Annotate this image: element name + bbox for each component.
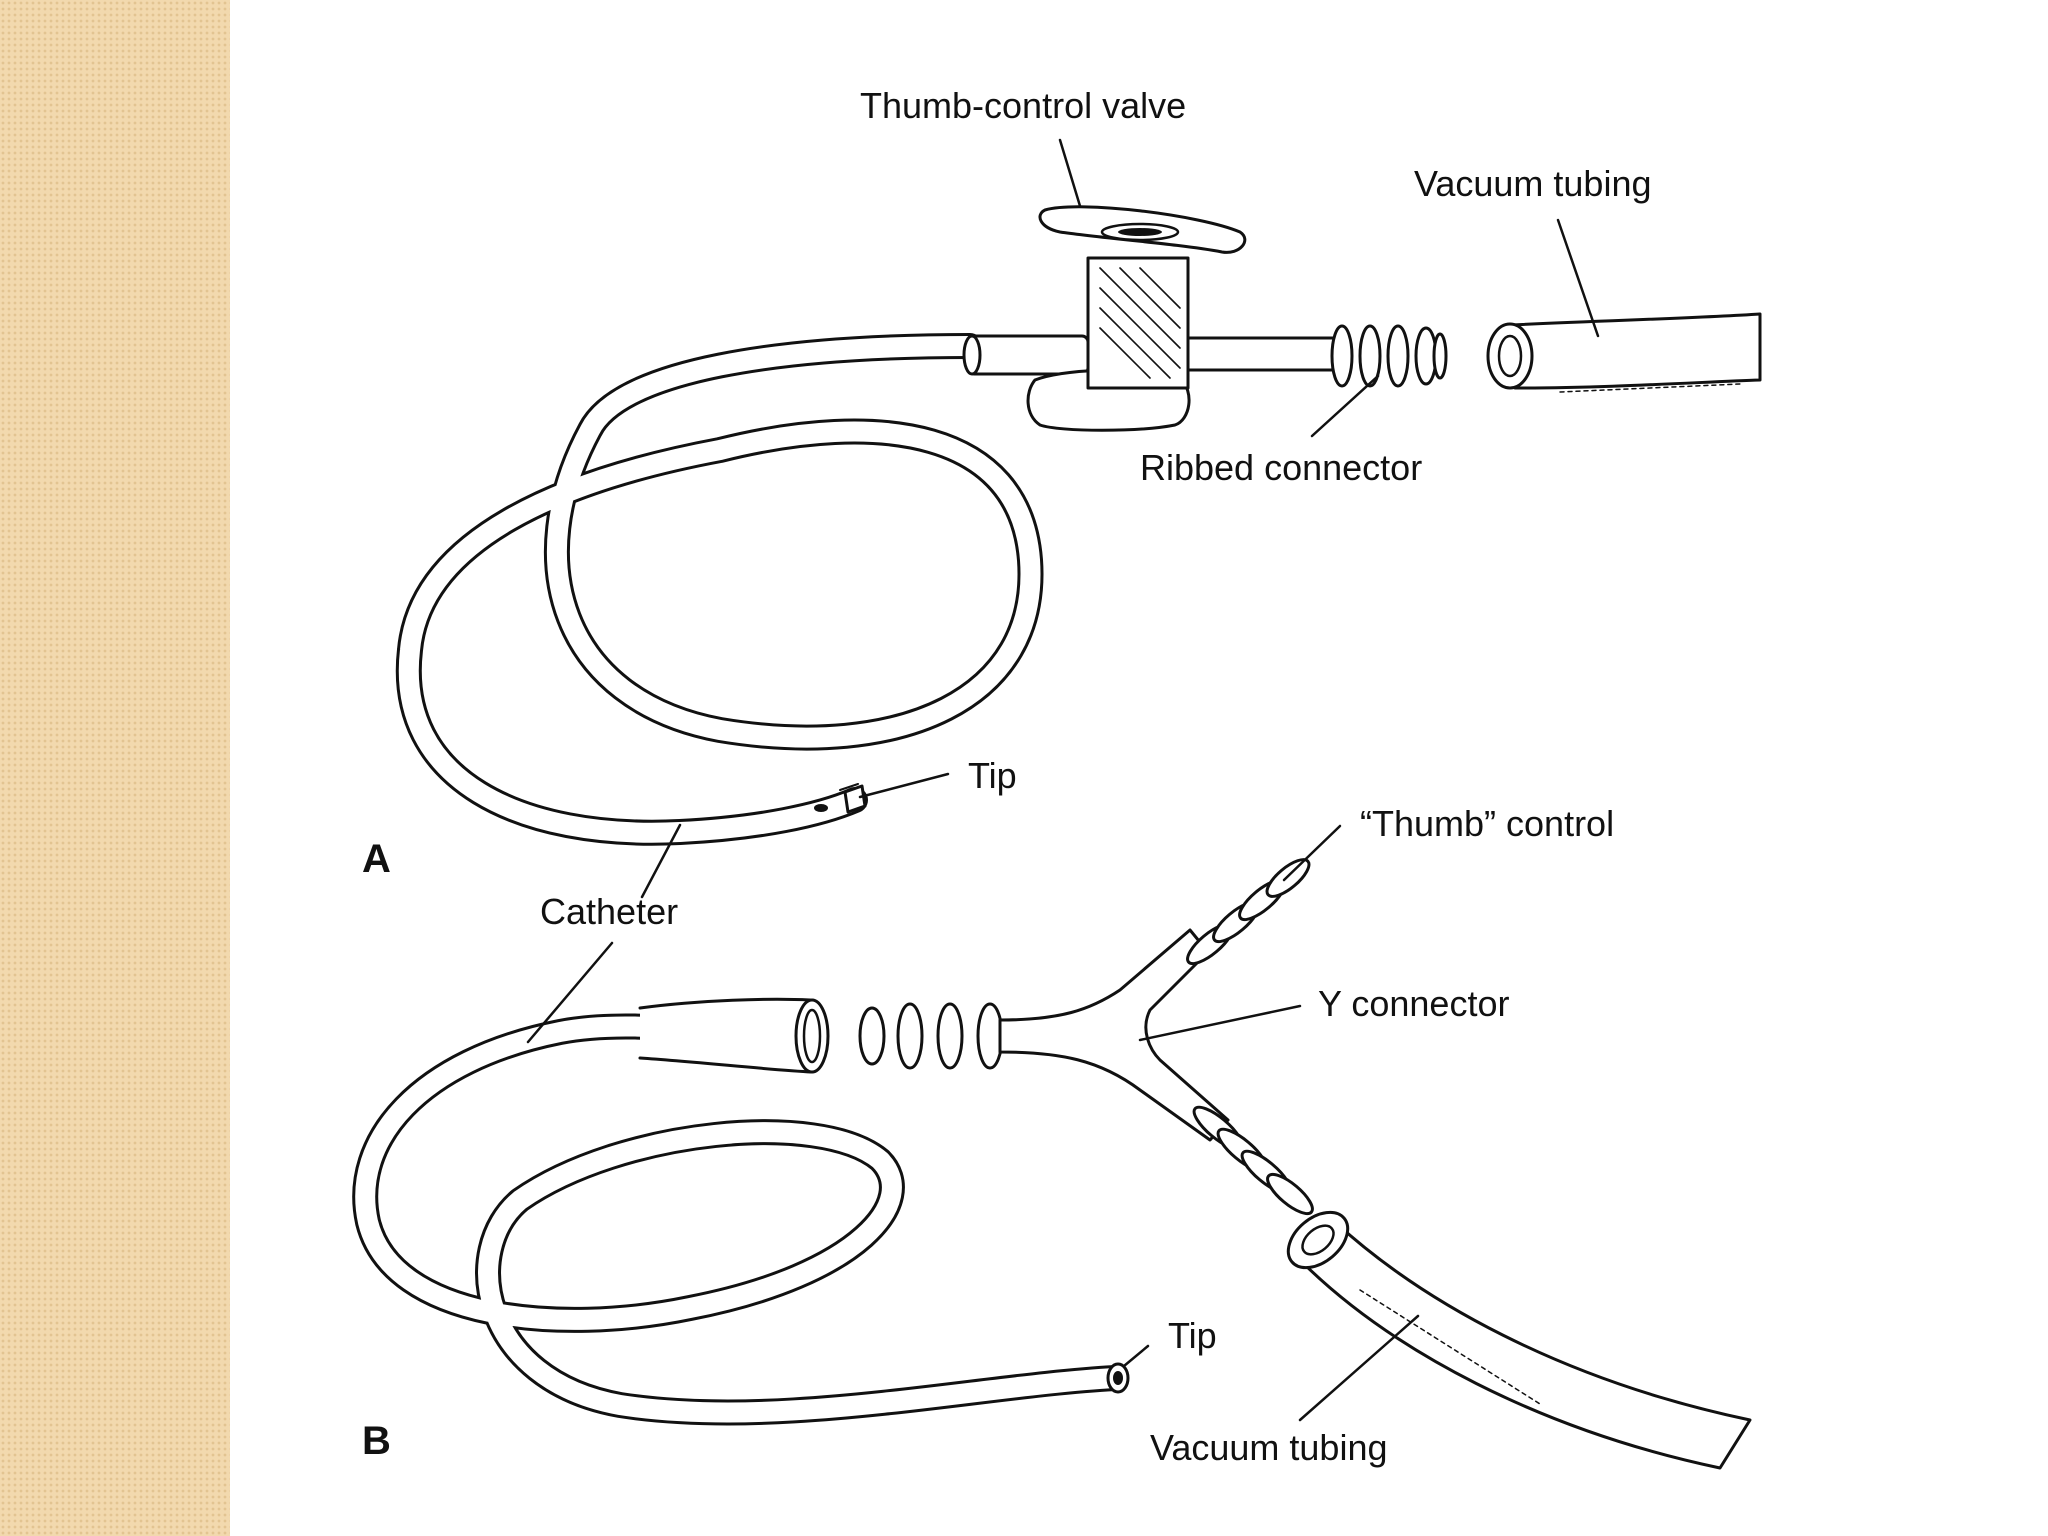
- catheter-b: [352, 997, 1130, 1426]
- label-thumb-control-b: “Thumb” control: [1360, 803, 1614, 844]
- label-vacuum-tubing-a: Vacuum tubing: [1414, 163, 1651, 204]
- ribbed-connector-a: [1186, 324, 1448, 388]
- label-ribbed-connector: Ribbed connector: [1140, 447, 1422, 488]
- leader-lines-a: [640, 138, 1600, 899]
- label-tip-b: Tip: [1168, 1315, 1217, 1356]
- panel-a: [395, 138, 1762, 899]
- valve-inlet-tube: [962, 334, 1090, 376]
- label-catheter: Catheter: [540, 891, 678, 932]
- catheter-a: [395, 333, 1044, 846]
- thumb-control-valve: [1026, 205, 1247, 432]
- label-tip-a: Tip: [968, 755, 1017, 796]
- panel-label-a: A: [362, 837, 391, 881]
- leader-lines-b: [526, 824, 1420, 1422]
- vacuum-tubing-a: [1486, 312, 1762, 393]
- label-y-connector: Y connector: [1318, 983, 1509, 1024]
- label-vacuum-tubing-b: Vacuum tubing: [1150, 1427, 1387, 1468]
- label-thumb-control-valve: Thumb-control valve: [860, 85, 1186, 126]
- y-connector: [858, 858, 1314, 1216]
- panel-b: [352, 824, 1752, 1470]
- decorative-side-band: [0, 0, 230, 1536]
- vacuum-tubing-b: [1286, 1210, 1752, 1470]
- panel-label-b: B: [362, 1419, 391, 1463]
- thumb-control-b: [1186, 858, 1311, 966]
